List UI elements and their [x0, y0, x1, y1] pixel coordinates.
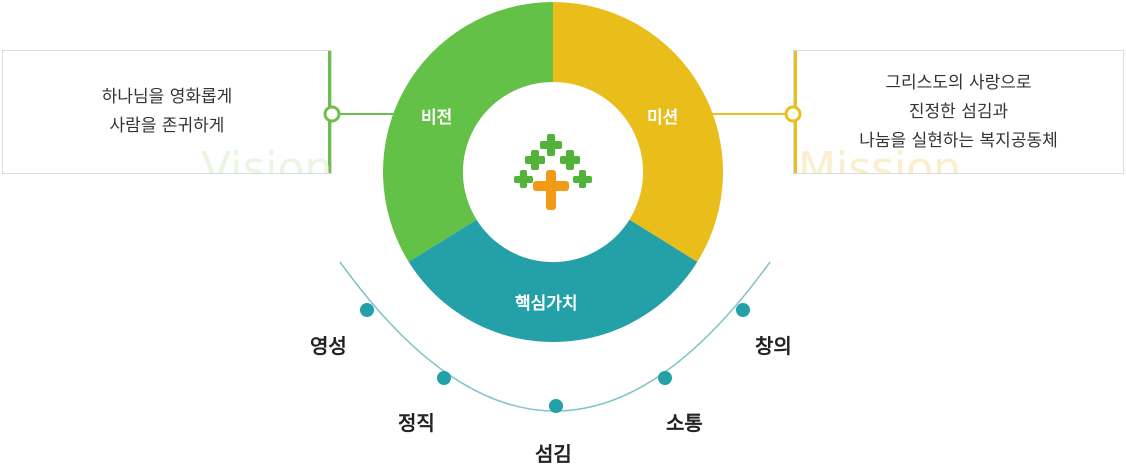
value-dot-4 — [658, 371, 672, 385]
value-creativity: 창의 — [755, 334, 792, 358]
core-values-segment-label: 핵심가치 — [515, 294, 578, 314]
value-service: 섬김 — [535, 442, 572, 466]
value-dot-5 — [736, 303, 750, 317]
vision-segment — [382, 1, 553, 262]
value-dot-2 — [437, 371, 451, 385]
mission-line-1: 그리스도의 사랑으로 — [885, 72, 1032, 93]
vision-connector-dot — [323, 105, 341, 123]
cross-tree-logo-icon — [514, 134, 592, 210]
value-dot-3 — [549, 399, 563, 413]
value-communication: 소통 — [666, 411, 703, 435]
value-honesty: 정직 — [398, 411, 435, 435]
mission-line-2: 진정한 섬김과 — [908, 101, 1009, 122]
mission-segment — [553, 1, 724, 262]
mission-line-3: 나눔을 실현하는 복지공동체 — [859, 130, 1058, 151]
vision-watermark: Vision — [201, 143, 332, 174]
mission-segment-label: 미션 — [647, 108, 679, 128]
core-values-segment — [408, 219, 698, 343]
value-spirituality: 영성 — [310, 334, 347, 358]
mission-watermark: Mission — [798, 143, 962, 174]
mission-box: 그리스도의 사랑으로 진정한 섬김과 나눔을 실현하는 복지공동체 Missio… — [793, 50, 1124, 174]
vision-segment-label: 비전 — [421, 108, 453, 128]
value-dot-1 — [360, 303, 374, 317]
vision-line-1: 하나님을 영화롭게 — [101, 87, 233, 107]
vision-line-2: 사람을 존귀하게 — [109, 116, 225, 136]
vision-box: 하나님을 영화롭게 사람을 존귀하게 Vision — [2, 50, 332, 174]
mission-connector-dot — [784, 105, 802, 123]
